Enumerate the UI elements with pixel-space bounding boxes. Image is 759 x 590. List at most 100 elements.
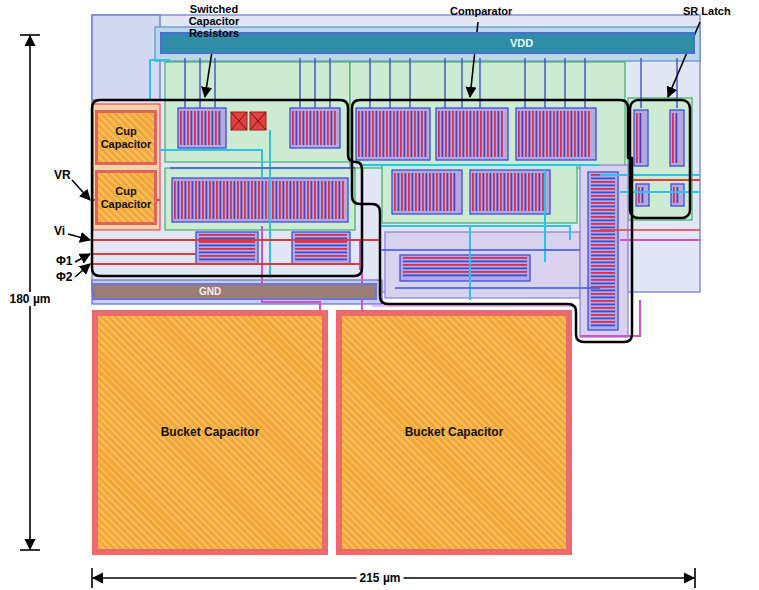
gate-finger <box>199 241 255 243</box>
gate-finger <box>636 113 638 163</box>
gate-finger <box>591 265 615 267</box>
gate-finger <box>491 111 493 157</box>
gate-finger <box>372 111 374 157</box>
gate-finger <box>279 181 281 219</box>
gate-finger <box>443 173 445 211</box>
gate-finger <box>230 181 232 219</box>
gate-finger <box>334 111 336 145</box>
gate-finger <box>401 173 403 211</box>
gate-finger <box>591 290 615 292</box>
gate-finger <box>394 173 396 211</box>
metal-wire <box>92 263 360 265</box>
gate-finger <box>358 111 360 157</box>
gate-finger <box>591 220 615 222</box>
gate-finger <box>539 173 541 211</box>
gate-finger <box>591 199 615 201</box>
gate-finger <box>209 181 211 219</box>
gate-finger <box>473 111 475 157</box>
leader-arrow <box>75 264 90 277</box>
gate-finger <box>676 113 678 163</box>
transistor-array <box>636 184 649 206</box>
gate-finger <box>581 111 583 157</box>
gate-finger <box>564 111 566 157</box>
metal-wire <box>395 287 600 289</box>
gate-finger <box>185 181 187 219</box>
gate-finger <box>640 113 642 163</box>
transistor-array <box>172 178 348 222</box>
gate-finger <box>525 173 527 211</box>
gate-finger <box>463 111 465 157</box>
gate-finger <box>404 111 406 157</box>
gate-finger <box>386 111 388 157</box>
gate-finger <box>306 111 308 145</box>
gate-finger <box>529 111 531 157</box>
gate-finger <box>574 111 576 157</box>
gate-finger <box>379 111 381 157</box>
dimension-tick <box>20 34 40 36</box>
gate-finger <box>487 111 489 157</box>
gate-finger <box>195 181 197 219</box>
gate-finger <box>198 111 200 145</box>
gate-finger <box>493 173 495 211</box>
gate-finger <box>673 187 675 203</box>
metal-wire <box>92 239 380 241</box>
transistor-array <box>634 110 648 166</box>
gate-finger <box>546 111 548 157</box>
supply-rail: VDD <box>160 32 695 54</box>
layout-drawing <box>20 15 700 588</box>
gate-finger <box>295 259 347 261</box>
gate-finger <box>215 111 217 145</box>
diffusion-region <box>382 165 577 223</box>
gate-finger <box>335 181 337 219</box>
gate-finger <box>591 255 615 257</box>
gate-finger <box>638 187 640 203</box>
gate-finger <box>237 181 239 219</box>
gate-finger <box>553 111 555 157</box>
gate-finger <box>433 173 435 211</box>
gate-finger <box>454 173 456 211</box>
gate-finger <box>283 181 285 219</box>
gate-finger <box>376 111 378 157</box>
gate-finger <box>591 258 615 260</box>
metal-wire <box>544 170 546 262</box>
gate-finger <box>265 181 267 219</box>
dimension-tick <box>20 549 40 551</box>
gate-finger <box>311 181 313 219</box>
gate-finger <box>591 192 615 194</box>
gate-finger <box>290 181 292 219</box>
gate-finger <box>542 173 544 211</box>
dimension-label: 180 µm <box>7 292 54 306</box>
gate-finger <box>307 181 309 219</box>
gate-finger <box>398 173 400 211</box>
gate-finger <box>535 173 537 211</box>
gate-finger <box>518 111 520 157</box>
gate-finger <box>201 111 203 145</box>
diffusion-region <box>628 98 692 220</box>
metal-wire <box>600 229 700 231</box>
gate-finger <box>445 111 447 157</box>
leader-arrow <box>68 234 90 240</box>
metal-wire <box>170 167 355 169</box>
gate-finger <box>212 111 214 145</box>
gate-finger <box>297 181 299 219</box>
gate-finger <box>403 257 527 259</box>
transistor-array <box>516 108 596 160</box>
transistor-array <box>290 108 340 148</box>
gate-finger <box>286 181 288 219</box>
gate-finger <box>248 181 250 219</box>
block-outline <box>352 100 632 342</box>
gate-finger <box>591 276 615 278</box>
node-text: VDD <box>510 37 533 50</box>
gate-finger <box>327 111 329 145</box>
gate-finger <box>299 111 301 145</box>
gate-finger <box>208 111 210 145</box>
gate-finger <box>591 311 615 313</box>
gate-finger <box>591 262 615 264</box>
pin-name: Φ2 <box>56 270 73 284</box>
gate-finger <box>442 111 444 157</box>
callout-label: Switched Capacitor Resistors <box>183 3 245 39</box>
gate-finger <box>411 111 413 157</box>
dimension-tick <box>694 568 696 588</box>
node-text: Bucket Capacitor <box>405 426 504 440</box>
